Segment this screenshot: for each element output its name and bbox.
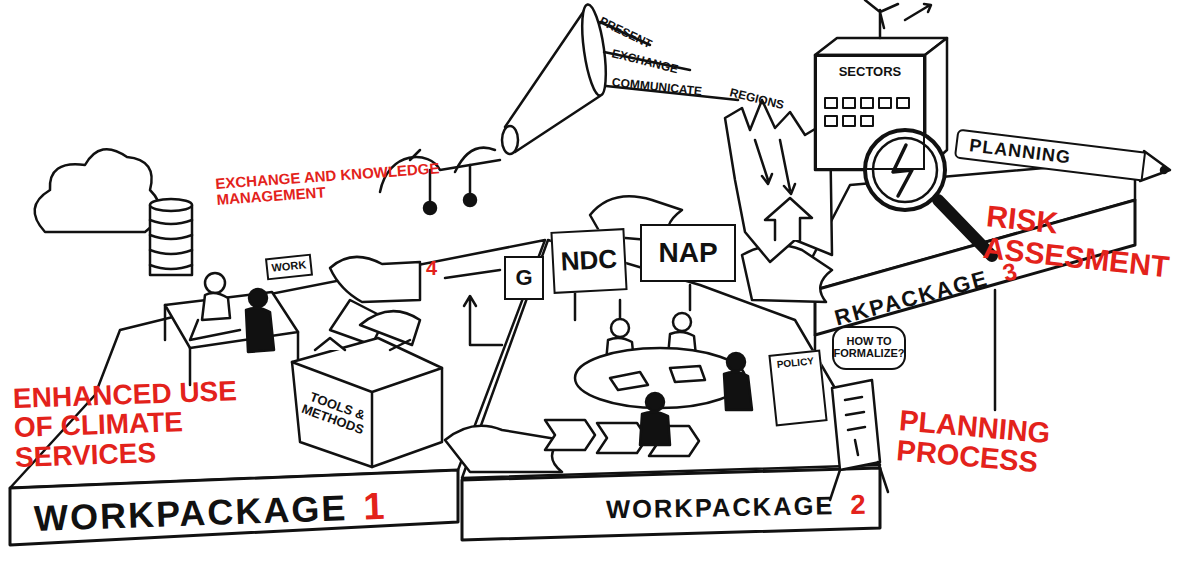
cloud: [35, 149, 160, 232]
speech-bubble: HOW TO FORMALIZE?: [832, 326, 906, 370]
pencil-lead: [1161, 167, 1167, 173]
tools-box: [292, 300, 442, 467]
node-text: HOW TO FORMALIZE?: [834, 336, 905, 359]
chart-axes: [464, 296, 502, 345]
node-text: WORKPACKAGE: [606, 492, 835, 523]
window-grid: [825, 98, 909, 126]
server-stack: [150, 199, 192, 275]
callout-number: 4: [426, 258, 446, 279]
sectors-building: SECTORS: [815, 55, 925, 170]
desk-scene: [165, 273, 298, 385]
megaphone-word: COMMUNICATE: [611, 76, 732, 101]
node-text: WORKPACKAGE: [33, 489, 347, 538]
sign-board: WORK: [265, 254, 313, 281]
node-text: NAP: [658, 238, 717, 267]
node-text: PLANNING: [968, 136, 1072, 167]
scroll: [330, 257, 420, 302]
node-text: WORK: [271, 259, 307, 274]
node-text: TOOLS & METHODS: [297, 388, 372, 438]
section-title: EXCHANGE AND KNOWLEDGE MANAGEMENT: [215, 160, 449, 208]
node-text: NDC: [560, 246, 618, 276]
scroll: [742, 245, 832, 302]
presentation-board: NAP: [640, 224, 736, 282]
node-text: SECTORS: [839, 65, 902, 79]
megaphone-word: EXCHANGE: [610, 47, 700, 81]
policy-document: POLICY: [768, 349, 827, 426]
megaphone: [502, 3, 738, 154]
platform-2-band: [462, 468, 880, 540]
presentation-board: NDC: [550, 228, 627, 294]
platform-1-band: [10, 470, 458, 545]
process-chevrons: [545, 420, 699, 456]
section-title: PLANNING PROCESS: [895, 405, 1065, 480]
meeting-table: [575, 270, 752, 445]
node-number: 1: [363, 487, 388, 528]
node-text: G: [515, 266, 532, 289]
workpackage-band: WORKPACKAGE 2: [600, 482, 871, 533]
node-number: 2: [850, 490, 868, 519]
node-text: POLICY: [776, 356, 814, 370]
easel-chart: [830, 380, 888, 500]
presentation-board: G: [504, 256, 544, 300]
path-line: [445, 270, 500, 278]
section-title: ENHANCED USE OF CLIMATE SERVICES: [12, 375, 277, 472]
